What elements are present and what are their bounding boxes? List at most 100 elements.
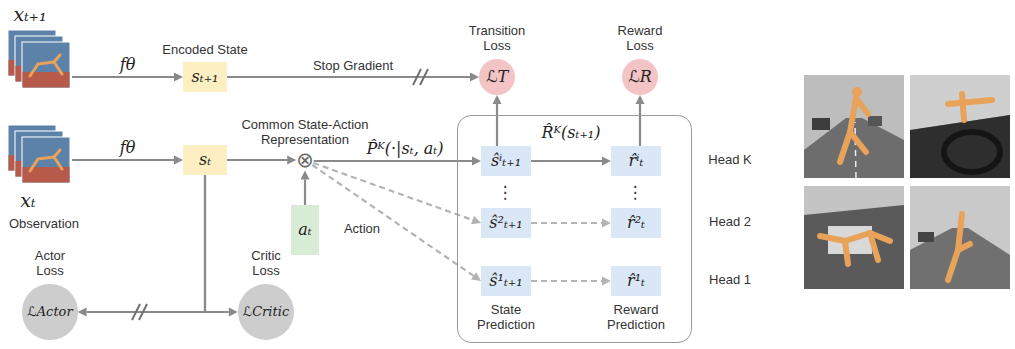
connector (531, 277, 611, 286)
node-text: r̂¹ₜ (627, 271, 645, 290)
steering-wheel (944, 132, 1000, 172)
connector-line (531, 222, 602, 224)
node-text: ℒActor (27, 304, 72, 320)
connector-line (72, 76, 174, 78)
head-label: Head 1 (709, 273, 751, 288)
loss-circle: Critic LossℒCritic (238, 284, 294, 340)
pose-limb (840, 98, 868, 162)
connector-line (531, 280, 602, 282)
node-heading: Actor Loss (25, 249, 75, 279)
product-symbol: Common State-Action Representation⊗ (296, 150, 314, 171)
pose-limb (870, 233, 878, 260)
node-text: sₜ (199, 150, 211, 169)
photo-cabin (804, 186, 904, 289)
connector-line (227, 76, 470, 78)
frame-road (804, 75, 904, 178)
edge-label: fθ (118, 55, 138, 74)
connector-line (639, 104, 641, 146)
frame-background (22, 137, 70, 183)
ellipsis-mark: ⋮ (497, 184, 514, 201)
node-heading: Observation (9, 217, 79, 232)
node-text: sₜ₊₁ (191, 67, 218, 86)
node-text: ŝ¹ₜ₊₁ (489, 271, 522, 290)
loss-circle: Reward LossℒR (622, 59, 658, 95)
stop-gradient-mark (413, 69, 421, 85)
edge-label: R̂ᴷ(sₜ₊₁) (539, 123, 602, 142)
connector-line (304, 180, 306, 206)
prediction-group: State PredictionReward Predictionŝⁱₜ₊₁r̂… (457, 115, 692, 343)
frame-wheel (910, 75, 1010, 178)
photo-dashboard (910, 115, 1010, 178)
head-label: Head 2 (709, 215, 751, 230)
arrowhead (471, 272, 481, 281)
node-text: ŝ²ₜ₊₁ (489, 213, 522, 232)
connector (78, 175, 205, 316)
prediction-box: r̂¹ₜ (611, 266, 661, 296)
frame-background (22, 42, 70, 88)
node-heading: Critic Loss (241, 249, 291, 279)
node-heading: xₜ (20, 189, 35, 212)
photo-car (812, 118, 830, 130)
connector-line (531, 160, 602, 162)
arrowhead (636, 95, 645, 104)
arrowhead (602, 219, 611, 228)
head-label: Head K (708, 153, 751, 168)
connector (227, 156, 296, 165)
prediction-box: ŝⁱₜ₊₁ (481, 146, 531, 176)
photo-windshield (804, 186, 904, 215)
node-text: ⊗ (296, 150, 314, 171)
arrowhead (287, 156, 296, 165)
connector-line (205, 175, 229, 312)
frame-road (910, 186, 1010, 289)
state-box: Encoded Statesₜ₊₁ (183, 62, 227, 92)
arrowhead (470, 73, 479, 82)
observation-frames (8, 125, 72, 185)
agent-figure (54, 150, 60, 157)
lane-line (855, 122, 856, 178)
node-text: ℒCritic (243, 304, 289, 320)
arrowhead (471, 216, 481, 224)
stop-gradient-mark (139, 304, 147, 320)
pose-limb (845, 241, 848, 264)
prediction-box: ŝ¹ₜ₊₁ (481, 266, 531, 296)
photo-car (868, 116, 882, 126)
node-heading: Common State-Action Representation (235, 118, 375, 148)
photo-car (918, 232, 934, 242)
state-box: sₜ (183, 145, 227, 175)
prediction-box: r̂²ₜ (611, 208, 661, 238)
edge-label: P̂ᴷ(·|sₜ, aₜ) (364, 139, 445, 158)
connector-line (496, 104, 498, 146)
pose-head (852, 87, 862, 97)
stop-gradient-mark (132, 304, 140, 320)
observation-stack: xₜObservation (8, 125, 72, 185)
frame-console (804, 186, 904, 289)
pose-limb (820, 233, 890, 241)
arrowhead (472, 157, 481, 166)
node-text: r̂²ₜ (627, 213, 645, 232)
prediction-box: ŝ²ₜ₊₁ (481, 208, 531, 238)
agent-figure (30, 157, 62, 171)
node-heading: Action (344, 222, 380, 237)
connector-line (312, 165, 473, 276)
observation-frames (8, 30, 72, 90)
photo-sky (804, 75, 904, 178)
connector (313, 163, 481, 224)
connector (531, 157, 611, 166)
prediction-box: r̂ⁱₜ (611, 146, 661, 176)
arrowhead (229, 307, 238, 316)
node-heading: Reward Prediction (600, 303, 672, 333)
node-heading: Encoded State (155, 43, 255, 58)
connector-line (314, 160, 472, 162)
pose-limb (850, 132, 866, 152)
photo-cabin (910, 75, 1010, 178)
connector (636, 95, 645, 146)
arrowhead (174, 156, 183, 165)
arrowhead (602, 157, 611, 166)
arrowhead (602, 277, 611, 286)
node-heading: xₜ₊₁ (13, 3, 46, 26)
ellipsis-mark: ⋮ (627, 184, 644, 201)
agent-figure (30, 62, 62, 76)
pose-limb (958, 244, 970, 250)
loss-circle: Transition LossℒT (479, 59, 515, 95)
